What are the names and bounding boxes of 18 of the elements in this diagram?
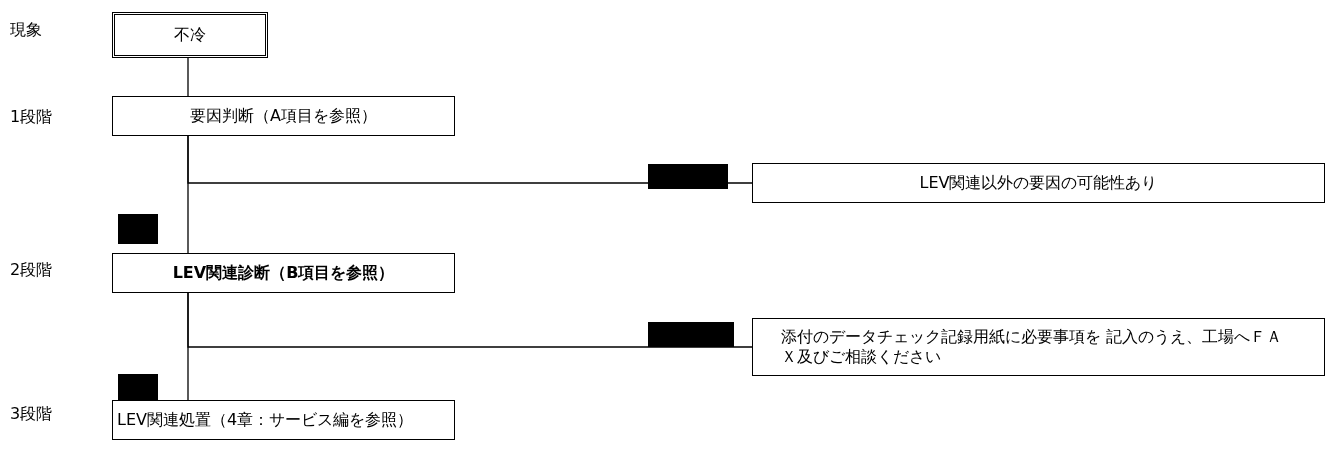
connector-line: [187, 57, 189, 97]
box-text: LEV関連以外の要因の可能性あり: [919, 173, 1158, 193]
process-box: [112, 96, 455, 136]
process-box: [112, 253, 455, 293]
box-text: 要因判断（A項目を参照）: [190, 106, 377, 126]
process-box: [112, 12, 268, 58]
stage-label: 1段階: [10, 106, 53, 128]
process-box: [752, 163, 1325, 203]
box-text: LEV関連処置（4章：サービス編を参照）: [117, 410, 414, 430]
box-text: 不冷: [174, 25, 206, 45]
process-box: [752, 318, 1325, 376]
connector-line: [187, 292, 753, 348]
box-text: LEV関連診断（B項目を参照）: [172, 263, 395, 283]
process-box: [112, 400, 455, 440]
box-text: 添付のデータチェック記録用紙に必要事項を 記入のうえ、工場へＦＡＸ及びご相談ください: [781, 327, 1284, 367]
stage-label: 2段階: [10, 259, 53, 281]
stage-label: 現象: [10, 19, 42, 41]
stage-label: 3段階: [10, 403, 53, 425]
